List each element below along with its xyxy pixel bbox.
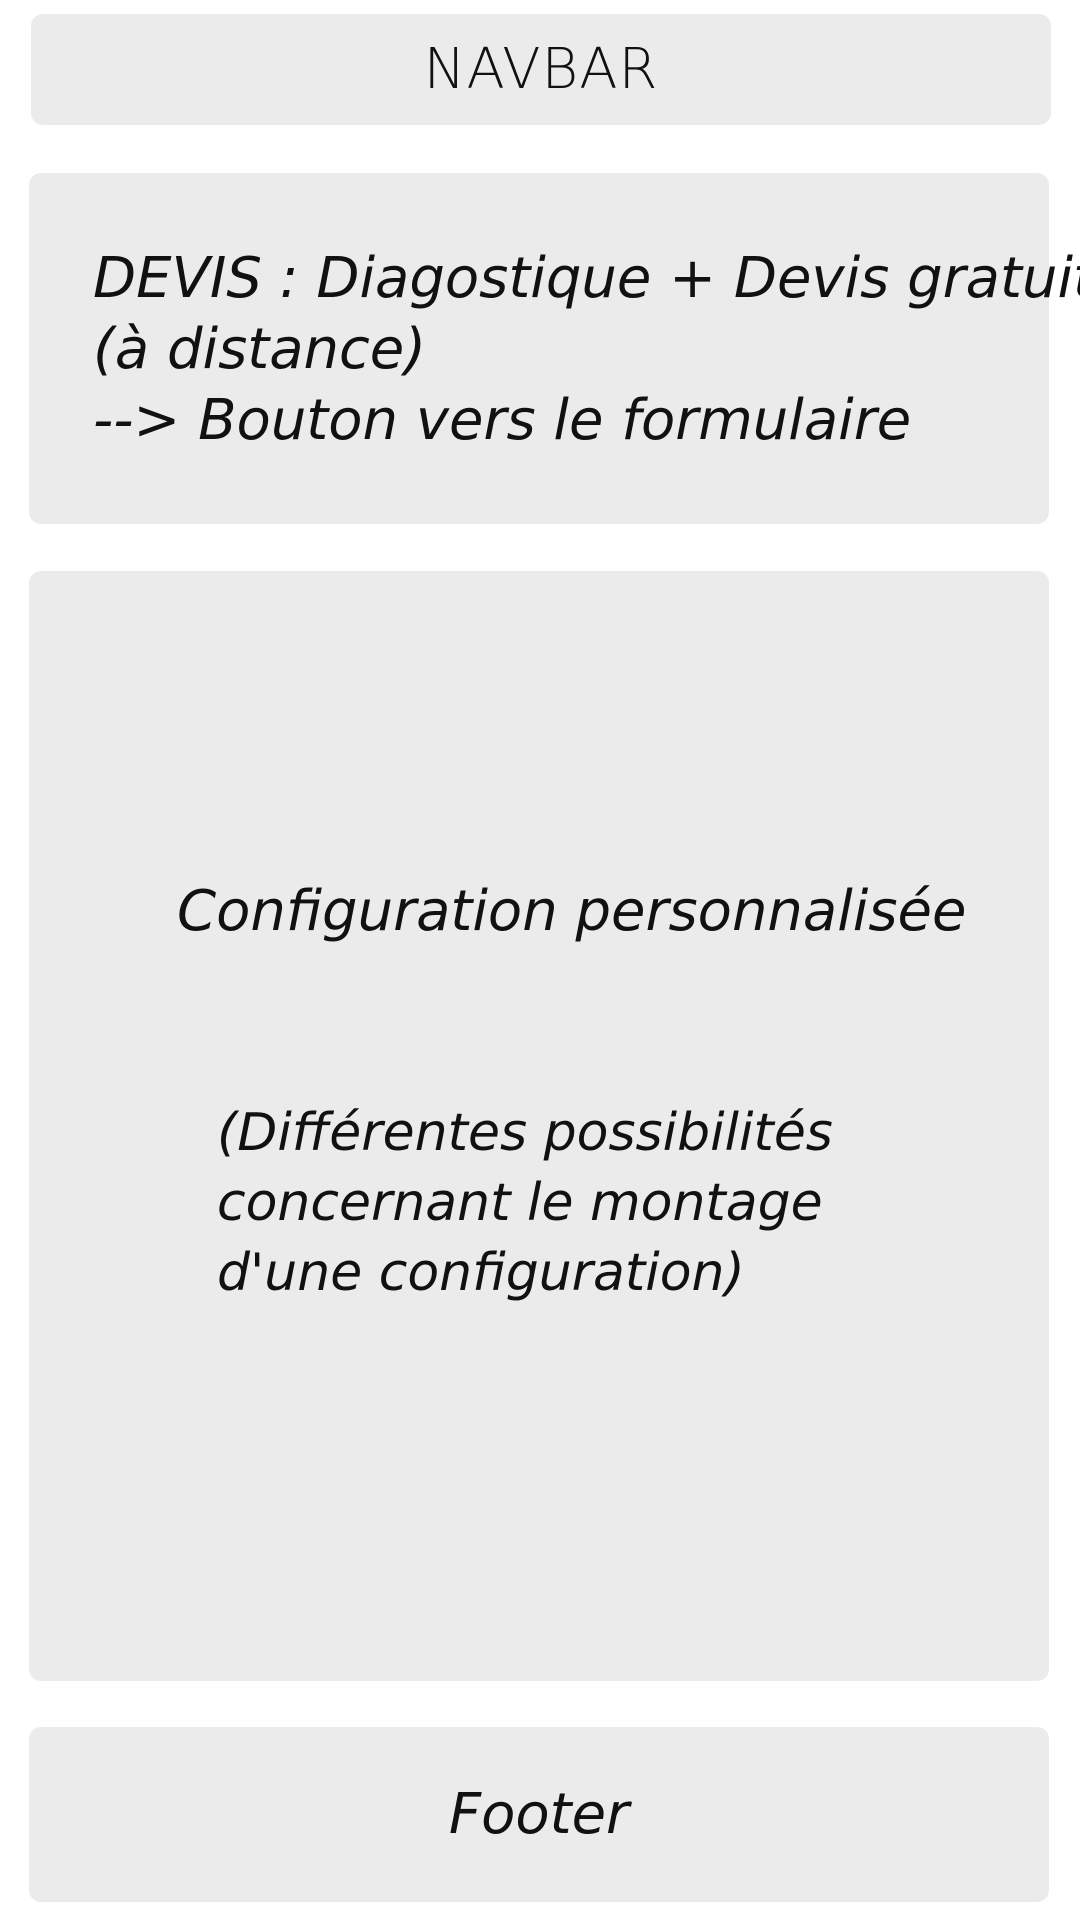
devis-text: DEVIS : Diagostique + Devis gratuit (à d… <box>93 243 1080 456</box>
navbar: NAVBAR <box>31 14 1051 125</box>
config-title: Configuration personnalisée <box>177 879 967 944</box>
config-desc-line-1: (Différentes possibilités <box>217 1103 833 1163</box>
devis-form-button-note: --> Bouton vers le formulaire <box>93 388 912 453</box>
footer: Footer <box>29 1727 1049 1902</box>
devis-subtitle: (à distance) <box>93 317 427 382</box>
devis-section: DEVIS : Diagostique + Devis gratuit (à d… <box>29 173 1080 524</box>
config-section: Configuration personnalisée (Différentes… <box>29 571 1049 1681</box>
devis-title: DEVIS : Diagostique + Devis gratuit <box>93 246 1080 311</box>
config-desc-line-2: concernant le montage <box>217 1173 823 1233</box>
footer-label: Footer <box>448 1782 630 1847</box>
config-desc-line-3: d'une configuration) <box>217 1243 745 1303</box>
config-description: (Différentes possibilités concernant le … <box>217 1098 937 1308</box>
navbar-label: NAVBAR <box>423 37 659 102</box>
